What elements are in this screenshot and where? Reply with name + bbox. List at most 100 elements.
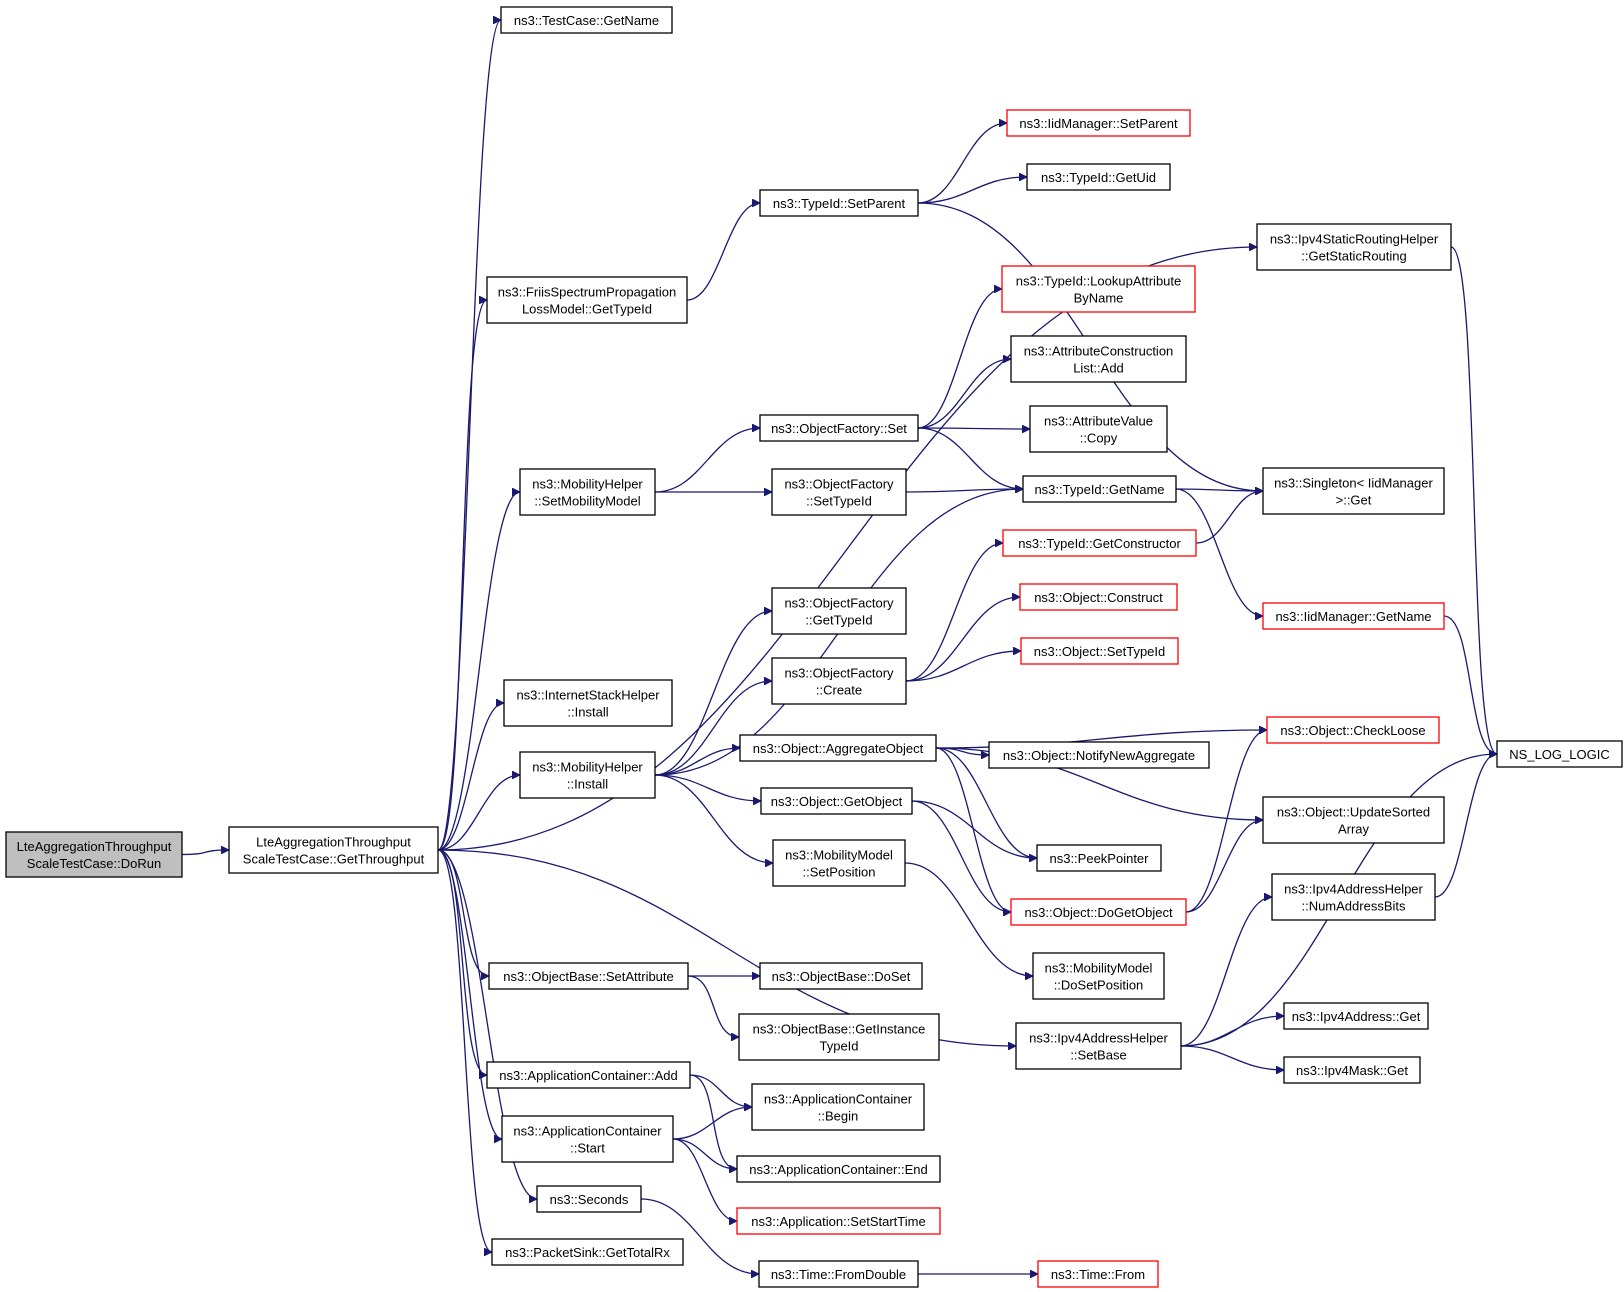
edge-n18-to-n36 — [911, 800, 1037, 858]
node-box — [1020, 637, 1179, 665]
node-ns3-ipv4addresshelper-setbase[interactable]: ns3::Ipv4AddressHelper::SetBase — [1015, 1022, 1182, 1070]
node-label: ns3::ObjectFactory — [784, 596, 894, 611]
node-label: ns3::ApplicationContainer::End — [749, 1162, 928, 1177]
node-label: List::Add — [1073, 361, 1124, 376]
node-label: ::DoSetPosition — [1054, 978, 1144, 993]
node-box — [500, 6, 673, 34]
node-ns3-typeid-getconstructor[interactable]: ns3::TypeId::GetConstructor — [1002, 529, 1197, 557]
node-ns-log-logic[interactable]: NS_LOG_LOGIC — [1496, 740, 1623, 768]
edge-n10-to-n25 — [640, 1198, 759, 1274]
edge-n43-to-n49 — [1443, 615, 1498, 754]
node-label: ns3::Object::AggregateObject — [753, 741, 924, 756]
node-ns3-typeid-getname[interactable]: ns3::TypeId::GetName — [1022, 475, 1177, 503]
node-label: ns3::TypeId::SetParent — [773, 196, 906, 211]
node-ns3-applicationcontainer-add[interactable]: ns3::ApplicationContainer::Add — [486, 1061, 691, 1089]
edge-n32-to-n42 — [1195, 491, 1264, 544]
node-ns3-ipv4address-get[interactable]: ns3::Ipv4Address::Get — [1283, 1002, 1429, 1030]
node-ns3-objectfactory-create[interactable]: ns3::ObjectFactory::Create — [771, 657, 907, 705]
edge-n12-to-n27 — [917, 177, 1027, 204]
node-ns3-attributevalue-copy[interactable]: ns3::AttributeValue::Copy — [1029, 405, 1168, 453]
edge-n17-to-n37 — [935, 747, 1012, 912]
node-box — [1010, 898, 1187, 926]
node-label: ns3::Ipv4Mask::Get — [1296, 1063, 1408, 1078]
node-ns3-time-from[interactable]: ns3::Time::From — [1037, 1260, 1159, 1288]
node-box — [772, 839, 906, 887]
node-ns3-objectfactory-settypeid[interactable]: ns3::ObjectFactory::SetTypeId — [771, 468, 907, 516]
node-box — [751, 1083, 925, 1131]
node-ns3-singleton-iidmanager-get[interactable]: ns3::Singleton< IidManager >::Get — [1262, 467, 1445, 515]
node-box — [1029, 405, 1168, 453]
node-ns3-ipv4addresshelper-numaddressbits[interactable]: ns3::Ipv4AddressHelper::NumAddressBits — [1271, 873, 1436, 921]
node-label: ns3::TypeId::GetUid — [1041, 170, 1156, 185]
edge-n13-to-n28 — [917, 289, 1003, 429]
node-label: ::Install — [567, 777, 608, 792]
node-box — [1262, 602, 1445, 630]
node-ns3-object-construct[interactable]: ns3::Object::Construct — [1019, 583, 1178, 611]
node-box — [1036, 844, 1162, 872]
node-lteaggregationthroughput-scaletestcase-getthroughput[interactable]: LteAggregationThroughputScaleTestCase::G… — [228, 826, 439, 874]
node-ns3-object-notifynewaggregate[interactable]: ns3::Object::NotifyNewAggregate — [988, 741, 1210, 769]
node-box — [536, 1185, 642, 1213]
node-ns3-packetsink-gettotalrx[interactable]: ns3::PacketSink::GetTotalRx — [491, 1238, 684, 1266]
node-box — [771, 657, 907, 705]
node-box — [1019, 583, 1178, 611]
node-ns3-application-setstarttime[interactable]: ns3::Application::SetStartTime — [736, 1207, 941, 1235]
node-ns3-mobilitymodel-setposition[interactable]: ns3::MobilityModel::SetPosition — [772, 839, 906, 887]
node-label: ns3::MobilityHelper — [532, 760, 643, 775]
node-ns3-friisspectrumpropagation-lossmodel-gettypeid[interactable]: ns3::FriisSpectrumPropagationLossModel::… — [486, 276, 688, 324]
node-ns3-objectfactory-gettypeid[interactable]: ns3::ObjectFactory::GetTypeId — [771, 587, 907, 635]
edge-n1-to-n8 — [437, 849, 488, 1075]
node-ns3-iidmanager-getname[interactable]: ns3::IidManager::GetName — [1262, 602, 1445, 630]
node-ns3-time-fromdouble[interactable]: ns3::Time::FromDouble — [758, 1260, 919, 1288]
node-label: ns3::Time::FromDouble — [771, 1267, 906, 1282]
node-ns3-applicationcontainer-start[interactable]: ns3::ApplicationContainer::Start — [501, 1115, 674, 1163]
node-ns3-object-settypeid[interactable]: ns3::Object::SetTypeId — [1020, 637, 1179, 665]
node-box — [1283, 1002, 1429, 1030]
node-ns3-objectbase-doset[interactable]: ns3::ObjectBase::DoSet — [759, 962, 923, 990]
node-ns3-object-getobject[interactable]: ns3::Object::GetObject — [760, 787, 913, 815]
edge-n1-to-n11 — [437, 849, 493, 1252]
node-box — [1015, 1022, 1182, 1070]
edge-n9-to-n23 — [672, 1138, 737, 1169]
node-ns3-typeid-getuid[interactable]: ns3::TypeId::GetUid — [1026, 163, 1171, 191]
node-ns3-object-dogetobject[interactable]: ns3::Object::DoGetObject — [1010, 898, 1187, 926]
node-ns3-objectfactory-set[interactable]: ns3::ObjectFactory::Set — [759, 414, 919, 442]
node-label: ns3::Object::GetObject — [771, 794, 903, 809]
node-box — [1010, 335, 1187, 383]
node-ns3-mobilityhelper-setmobilitymodel[interactable]: ns3::MobilityHelper::SetMobilityModel — [519, 468, 656, 516]
node-lteaggregationthroughput-scaletestcase-dorun[interactable]: LteAggregationThroughputScaleTestCase::D… — [5, 831, 183, 878]
node-ns3-applicationcontainer-begin[interactable]: ns3::ApplicationContainer::Begin — [751, 1083, 925, 1131]
node-ns3-iidmanager-setparent[interactable]: ns3::IidManager::SetParent — [1006, 109, 1191, 137]
node-ns3-peekpointer[interactable]: ns3::PeekPointer — [1036, 844, 1162, 872]
node-ns3-objectbase-setattribute[interactable]: ns3::ObjectBase::SetAttribute — [488, 962, 689, 990]
edges-layer — [181, 20, 1498, 1274]
node-ns3-mobilityhelper-install[interactable]: ns3::MobilityHelper::Install — [519, 751, 656, 799]
node-label: ns3::Ipv4AddressHelper — [1284, 882, 1423, 897]
edge-n37-to-n45 — [1185, 820, 1264, 913]
edge-n39-to-n48 — [1180, 1045, 1284, 1070]
edge-n6-to-n19 — [654, 774, 773, 863]
node-ns3-seconds[interactable]: ns3::Seconds — [536, 1185, 642, 1213]
node-label: ::NumAddressBits — [1301, 899, 1406, 914]
node-ns3-ipv4staticroutinghelper-getstaticrouting[interactable]: ns3::Ipv4StaticRoutingHelper::GetStaticR… — [1256, 223, 1452, 271]
node-ns3-ipv4mask-get[interactable]: ns3::Ipv4Mask::Get — [1283, 1056, 1421, 1084]
edge-n9-to-n22 — [672, 1107, 752, 1140]
edge-n13-to-n29 — [917, 359, 1011, 429]
node-label: ns3::InternetStackHelper — [516, 688, 660, 703]
edge-n16-to-n34 — [905, 651, 1021, 682]
node-ns3-internetstackhelper-install[interactable]: ns3::InternetStackHelper::Install — [503, 679, 673, 727]
node-box — [1006, 109, 1191, 137]
node-label: ns3::ObjectBase::GetInstance — [753, 1022, 926, 1037]
node-ns3-mobilitymodel-dosetposition[interactable]: ns3::MobilityModel::DoSetPosition — [1032, 952, 1165, 1000]
node-ns3-applicationcontainer-end[interactable]: ns3::ApplicationContainer::End — [736, 1155, 941, 1183]
node-ns3-object-aggregateobject[interactable]: ns3::Object::AggregateObject — [739, 734, 937, 762]
node-ns3-object-checkloose[interactable]: ns3::Object::CheckLoose — [1266, 716, 1440, 744]
edge-n14-to-n31 — [905, 489, 1023, 492]
node-ns3-typeid-setparent[interactable]: ns3::TypeId::SetParent — [759, 189, 919, 217]
node-ns3-testcase-getname[interactable]: ns3::TestCase::GetName — [500, 6, 673, 34]
node-label: ns3::Object::UpdateSorted — [1277, 805, 1430, 820]
